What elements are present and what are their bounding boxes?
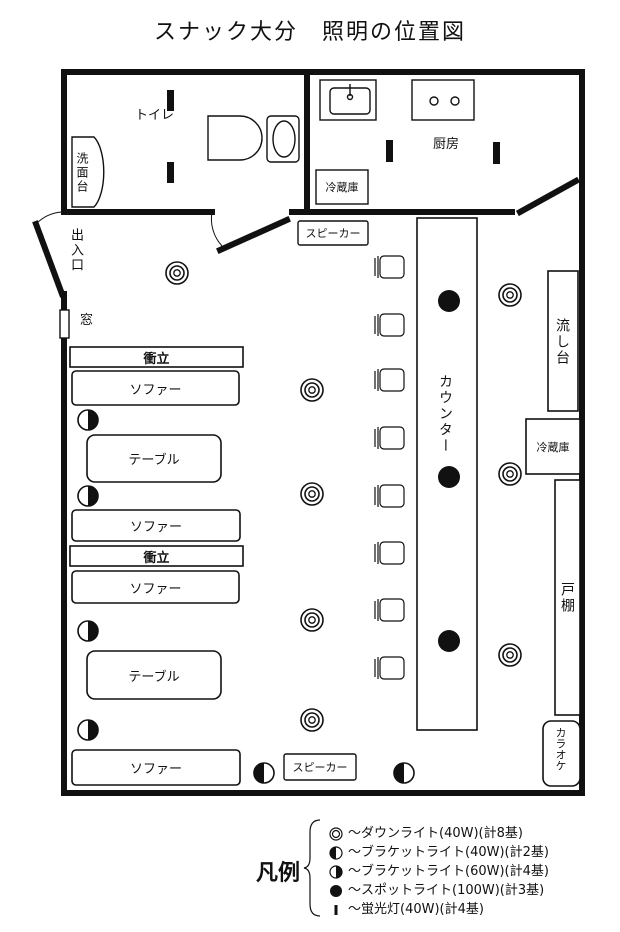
downlight-icon xyxy=(498,462,522,486)
spotlight-icon xyxy=(438,466,460,488)
washbasin-label: 洗面台 xyxy=(75,152,89,194)
spotlight-icon xyxy=(438,630,460,652)
bracket-40w-icon xyxy=(253,762,275,784)
legend-item: ～ダウンライト(40W)(計8基) xyxy=(328,824,549,843)
shelf xyxy=(554,479,581,716)
counter-label: カウンター xyxy=(437,374,453,454)
kitchen-fridge xyxy=(315,169,369,205)
legend-brace xyxy=(303,819,321,917)
legend-item: ～蛍光灯(40W)(計4基) xyxy=(328,900,549,919)
downlight-icon xyxy=(300,482,324,506)
window xyxy=(59,309,70,339)
toilet-fixture xyxy=(207,115,300,163)
sofa-label: ソファー xyxy=(129,382,182,398)
downlight-icon xyxy=(165,261,189,285)
entrance-label: 出入口 xyxy=(68,228,83,273)
karaoke xyxy=(542,720,581,787)
bracket-40w-icon xyxy=(393,762,415,784)
kitchen-fixtures xyxy=(319,79,475,121)
karaoke-label: カラオケ xyxy=(554,727,567,771)
downlight-icon xyxy=(498,643,522,667)
washbasin xyxy=(71,136,105,208)
legend: ～ダウンライト(40W)(計8基) ～ブラケットライト(40W)(計2基) ～ブ… xyxy=(328,824,549,919)
fluorescent-icon xyxy=(493,142,500,164)
walls xyxy=(32,69,585,796)
kitchen-label: 厨房 xyxy=(433,137,460,152)
bracket-60w-icon xyxy=(77,620,99,642)
speaker-top-label: スピーカー xyxy=(305,227,361,240)
legend-text: ～蛍光灯(40W)(計4基) xyxy=(348,902,484,917)
downlight-icon xyxy=(498,283,522,307)
bracket-60w-icon xyxy=(329,864,343,879)
sink-counter xyxy=(547,270,579,412)
bracket-60w-icon xyxy=(77,409,99,431)
downlight-icon xyxy=(300,378,324,402)
speaker-bottom-label: スピーカー xyxy=(292,761,348,774)
bracket-60w-icon xyxy=(77,485,99,507)
legend-title: 凡例 xyxy=(256,861,301,886)
right-fridge-label: 冷蔵庫 xyxy=(536,440,570,454)
spotlight-icon xyxy=(438,290,460,312)
page-title: スナック大分 照明の位置図 xyxy=(153,20,466,45)
sofa-label: ソファー xyxy=(129,762,182,777)
partition-label: 衝立 xyxy=(143,351,170,367)
downlight-icon xyxy=(300,608,324,632)
shelf-label: 戸棚 xyxy=(559,582,575,614)
window-label: 窓 xyxy=(80,313,94,328)
door-swing xyxy=(210,211,223,247)
table-label: テーブル xyxy=(128,669,180,685)
fluorescent-icon xyxy=(334,904,338,915)
spotlight-icon xyxy=(330,884,342,897)
toilet-label: トイレ xyxy=(135,108,175,123)
partition-label: 衝立 xyxy=(143,550,170,566)
table-label: テーブル xyxy=(128,453,180,468)
right-fridge xyxy=(525,418,581,475)
legend-item: ～ブラケットライト(60W)(計4基) xyxy=(328,862,549,881)
sofa-label: ソファー xyxy=(129,520,182,535)
legend-item: ～ブラケットライト(40W)(計2基) xyxy=(328,843,549,862)
fluorescent-icon xyxy=(167,90,174,111)
sofa-label: ソファー xyxy=(129,581,182,597)
sink-label: 流し台 xyxy=(554,318,570,366)
fluorescent-lights xyxy=(167,90,500,183)
fluorescent-icon xyxy=(386,140,393,162)
stools xyxy=(374,255,405,680)
spotlights xyxy=(438,290,460,652)
legend-text: ～ブラケットライト(40W)(計2基) xyxy=(348,845,549,860)
furniture xyxy=(69,346,244,786)
downlight-icon xyxy=(300,708,324,732)
bracket-40w-icon xyxy=(329,845,343,860)
legend-item: ～スポットライト(100W)(計3基) xyxy=(328,881,549,900)
speaker-top xyxy=(297,220,369,246)
speaker-bottom xyxy=(283,753,357,781)
legend-text: ～スポットライト(100W)(計3基) xyxy=(348,883,545,898)
fluorescent-icon xyxy=(167,162,174,183)
legend-text: ～ダウンライト(40W)(計8基) xyxy=(348,826,523,841)
downlight-icon xyxy=(329,826,343,841)
bracket-60w-icon xyxy=(77,719,99,741)
kitchen-fridge-label: 冷蔵庫 xyxy=(325,181,359,194)
legend-text: ～ブラケットライト(60W)(計4基) xyxy=(348,864,549,879)
